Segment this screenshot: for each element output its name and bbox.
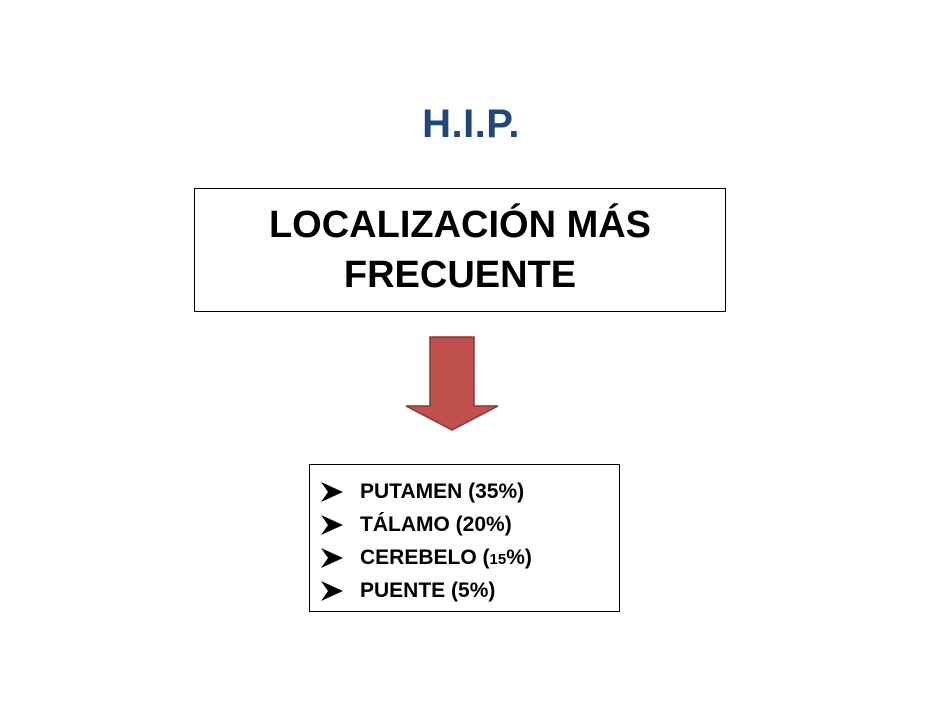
- list-item: PUTAMEN (35%): [320, 475, 611, 508]
- down-arrow-icon: [405, 336, 499, 431]
- arrow-bullet-icon: [321, 481, 343, 502]
- slide-title: H.I.P.: [422, 102, 520, 146]
- arrow-bullet-icon: [321, 547, 343, 568]
- list-item-text: CEREBELO (15%): [360, 545, 532, 569]
- list-item: TÁLAMO (20%): [320, 508, 611, 541]
- location-list: PUTAMEN (35%) TÁLAMO (20%) CEREBELO (15%…: [309, 464, 620, 612]
- list-item: CEREBELO (15%): [320, 541, 611, 574]
- heading-text: LOCALIZACIÓN MÁS FRECUENTE: [268, 204, 652, 296]
- arrow-bullet-icon: [321, 514, 343, 535]
- list-item-text: TÁLAMO (20%): [360, 512, 512, 536]
- arrow-bullet-icon: [321, 580, 343, 601]
- list-item-text: PUENTE (5%): [360, 578, 496, 602]
- list-item-text: PUTAMEN (35%): [360, 479, 525, 503]
- heading-box: LOCALIZACIÓN MÁS FRECUENTE: [194, 188, 726, 312]
- list-item: PUENTE (5%): [320, 574, 611, 607]
- down-arrow-shape: [405, 336, 499, 431]
